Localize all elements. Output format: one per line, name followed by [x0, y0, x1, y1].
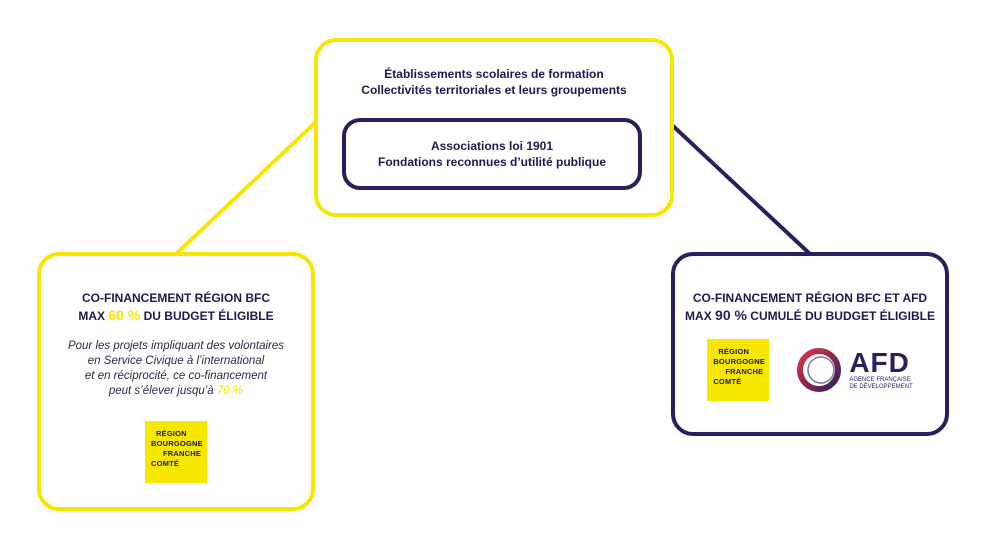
right-max-suffix: CUMULÉ DU BUDGET ÉLIGIBLE: [746, 309, 935, 323]
afd-logo-name: AFD: [849, 347, 910, 378]
afd-logo-sub-1: AGENCE FRANÇAISE: [849, 377, 911, 383]
right-box-title: CO-FINANCEMENT RÉGION BFC ET AFD: [692, 291, 928, 305]
left-max-suffix: DU BUDGET ÉLIGIBLE: [140, 309, 274, 323]
region-logo-small-line-2: BOURGOGNE: [713, 357, 766, 366]
region-logo-line-2: BOURGOGNE: [151, 439, 203, 448]
left-box-title: CO-FINANCEMENT RÉGION BFC: [82, 291, 270, 305]
region-logo-small-line-4: COMTÉ: [713, 377, 742, 386]
region-bfc-logo: RÉGION BOURGOGNE FRANCHE COMTÉ: [145, 421, 207, 483]
top-box-line-2: Collectivités territoriales et leurs gro…: [361, 83, 627, 97]
right-max-prefix: MAX: [685, 309, 716, 323]
connector-right: [670, 123, 812, 256]
afd-logo: AFD AGENCE FRANÇAISE DE DÉVELOPPEMENT: [795, 346, 913, 394]
right-box-max: MAX 90 % CUMULÉ DU BUDGET ÉLIGIBLE: [685, 307, 935, 325]
region-logo-line-1: RÉGION: [156, 429, 187, 438]
left-box-note: Pour les projets impliquant des volontai…: [68, 339, 284, 399]
inner-box-line-2: Fondations reconnues d’utilité publique: [378, 155, 606, 169]
right-max-value: 90 %: [715, 307, 747, 323]
left-max-prefix: MAX: [78, 309, 109, 323]
note-line-2: en Service Civique à l’international: [87, 355, 265, 367]
afd-ring-icon: [797, 348, 842, 392]
afd-logo-sub-2: DE DÉVELOPPEMENT: [849, 384, 913, 390]
region-logo-small-line-3: FRANCHE: [725, 367, 764, 376]
note-line-4: peut s’élever jusqu’à 70 %: [68, 384, 284, 399]
left-box-max: MAX 60 % DU BUDGET ÉLIGIBLE: [78, 307, 273, 325]
inner-box-line-1: Associations loi 1901: [430, 139, 554, 153]
note-value: 70 %: [216, 385, 244, 397]
right-box-logos: RÉGION BOURGOGNE FRANCHE COMTÉ AFD AGENC…: [707, 339, 913, 401]
note-line-1: Pour les projets impliquant des volontai…: [67, 340, 285, 352]
region-logo-line-3: FRANCHE: [163, 449, 202, 458]
left-box: CO-FINANCEMENT RÉGION BFC MAX 60 % DU BU…: [37, 252, 315, 511]
right-box: CO-FINANCEMENT RÉGION BFC ET AFD MAX 90 …: [671, 252, 949, 436]
left-max-value: 60 %: [108, 307, 141, 323]
note-line-3: et en réciprocité, ce co-financement: [84, 370, 268, 382]
top-box-line-1: Établissements scolaires de formation: [384, 67, 604, 81]
inner-box: Associations loi 1901 Fondations reconnu…: [342, 118, 642, 190]
region-bfc-logo-small: RÉGION BOURGOGNE FRANCHE COMTÉ: [707, 339, 770, 401]
note-line-4-prefix: peut s’élever jusqu’à: [108, 385, 217, 397]
region-logo-line-4: COMTÉ: [151, 459, 180, 468]
region-logo-small-line-1: RÉGION: [718, 347, 750, 356]
connector-left: [174, 118, 320, 256]
